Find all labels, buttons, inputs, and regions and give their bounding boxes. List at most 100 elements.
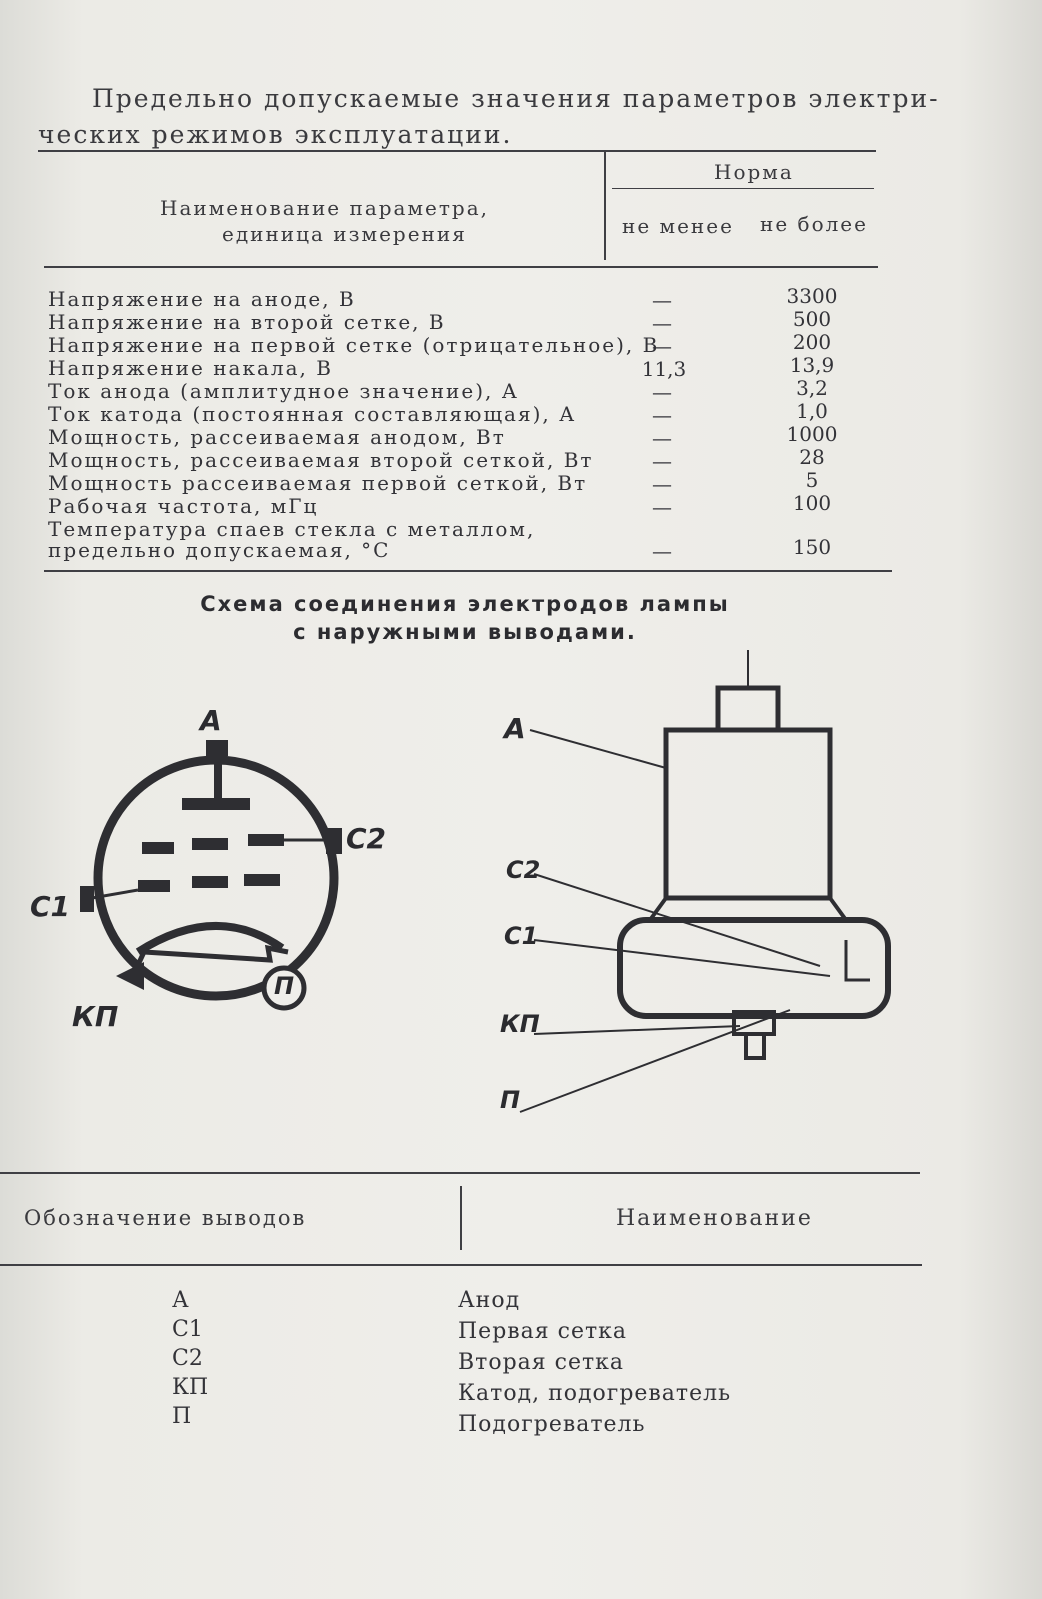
param-min: —	[652, 426, 672, 450]
header-min: не менее	[622, 214, 734, 238]
right-label-a: А	[504, 712, 526, 745]
legend-name: Вторая сетка	[458, 1350, 625, 1375]
param-name: Мощность, рассеиваемая анодом, Вт	[48, 425, 506, 449]
base-pin-p	[744, 1032, 766, 1060]
right-label-c2: С2	[506, 856, 541, 884]
param-max: 150	[792, 535, 832, 559]
table-top-rule	[38, 150, 876, 152]
anode-stem	[214, 756, 222, 806]
table-bottom-rule	[44, 570, 892, 572]
left-label-p: П	[274, 972, 295, 1000]
param-name: Температура спаев стекла с металлом,	[48, 517, 536, 541]
title-line-2: ческих режимов эксплуатации.	[38, 120, 513, 149]
param-min: —	[652, 449, 672, 473]
tube-side-diagram	[519, 650, 891, 1113]
param-name: предельно допускаемая, °С	[48, 538, 391, 562]
left-label-c2: С2	[346, 822, 387, 855]
header-param-name-2: единица измерения	[222, 222, 467, 246]
grid1-segment	[192, 876, 228, 888]
param-name: Напряжение накала, В	[48, 356, 333, 380]
param-name: Ток анода (амплитудное значение), А	[48, 379, 519, 403]
left-label-kp: КП	[72, 1000, 119, 1033]
param-max: 100	[792, 491, 832, 515]
param-min: 11,3	[641, 357, 687, 381]
legend-header-code: Обозначение выводов	[24, 1206, 307, 1230]
grid2-pin	[326, 828, 342, 854]
param-max: 28	[799, 445, 825, 469]
grid2-segment	[248, 834, 284, 846]
param-name: Мощность, рассеиваемая второй сеткой, Вт	[48, 448, 594, 472]
param-name: Напряжение на первой сетке (отрицательно…	[48, 333, 660, 357]
right-label-c1: С1	[504, 922, 539, 950]
param-min: —	[652, 380, 672, 404]
schema-title-line-1: Схема соединения электродов лампы	[200, 592, 730, 616]
legend-code: КП	[172, 1375, 209, 1400]
heater-lead	[129, 944, 289, 980]
param-name: Мощность рассеиваемая первой сеткой, Вт	[48, 471, 588, 495]
param-min: —	[652, 495, 672, 519]
param-max: 1,0	[796, 399, 828, 423]
anode-pin	[206, 740, 228, 756]
legend-code: С2	[172, 1346, 203, 1371]
grid1-lead	[91, 888, 139, 900]
grid1-pin	[80, 886, 94, 912]
header-max: не более	[760, 212, 868, 236]
param-min: —	[652, 472, 672, 496]
param-max: 3300	[786, 284, 838, 308]
grid1-segment	[138, 880, 170, 892]
table-header-divider	[604, 152, 606, 260]
param-min: —	[652, 539, 672, 563]
leader-p	[519, 1009, 791, 1113]
left-label-c1: С1	[30, 890, 71, 923]
legend-header-name: Наименование	[616, 1206, 813, 1231]
schema-title-line-2: с наружными выводами.	[293, 620, 637, 644]
param-max: 5	[805, 468, 819, 492]
header-bottom-rule	[44, 266, 878, 268]
leader-c1	[533, 939, 831, 977]
param-name: Напряжение на аноде, В	[48, 287, 356, 311]
legend-name: Подогреватель	[458, 1412, 646, 1437]
tube-base	[617, 917, 891, 1019]
kp-pin	[116, 962, 144, 990]
leader-a	[529, 729, 667, 769]
anode-plate	[182, 798, 250, 810]
legend-header-rule	[0, 1264, 922, 1266]
anode-body	[663, 727, 833, 901]
legend-code: А	[172, 1288, 189, 1313]
title-line-1: Предельно допускаемые значения параметро…	[92, 84, 940, 113]
param-name: Напряжение на второй сетке, В	[48, 310, 446, 334]
right-label-p: П	[500, 1086, 521, 1114]
cathode-arc	[135, 921, 285, 956]
legend-header-divider	[460, 1186, 462, 1250]
heater-pin-circle	[261, 965, 307, 1011]
leader-c2	[533, 873, 821, 967]
legend-name: Анод	[458, 1288, 521, 1313]
legend-code: С1	[172, 1317, 203, 1342]
param-min: —	[652, 288, 672, 312]
leader-kp	[533, 1025, 741, 1035]
param-min: —	[652, 334, 672, 358]
grid2-segment	[142, 842, 174, 854]
legend-code: П	[172, 1404, 192, 1429]
left-label-a: А	[200, 704, 222, 737]
param-max: 13,9	[789, 353, 835, 377]
legend-name: Первая сетка	[458, 1319, 628, 1344]
param-name: Рабочая частота, мГц	[48, 494, 319, 518]
base-pinout-diagram	[80, 740, 342, 1011]
param-name: Ток катода (постоянная составляющая), А	[48, 402, 577, 426]
param-max: 500	[792, 307, 832, 331]
header-norm: Норма	[714, 160, 794, 184]
param-min: —	[652, 311, 672, 335]
param-max: 1000	[786, 422, 838, 446]
header-norm-rule	[612, 188, 874, 189]
anode-cap	[715, 685, 781, 733]
legend-top-rule	[0, 1172, 920, 1174]
param-min: —	[652, 403, 672, 427]
tube-shoulder	[646, 896, 850, 922]
param-max: 200	[792, 330, 832, 354]
grid1-segment	[244, 874, 280, 886]
right-label-kp: КП	[500, 1010, 540, 1038]
legend-name: Катод, подогреватель	[458, 1381, 732, 1406]
param-max: 3,2	[796, 376, 828, 400]
